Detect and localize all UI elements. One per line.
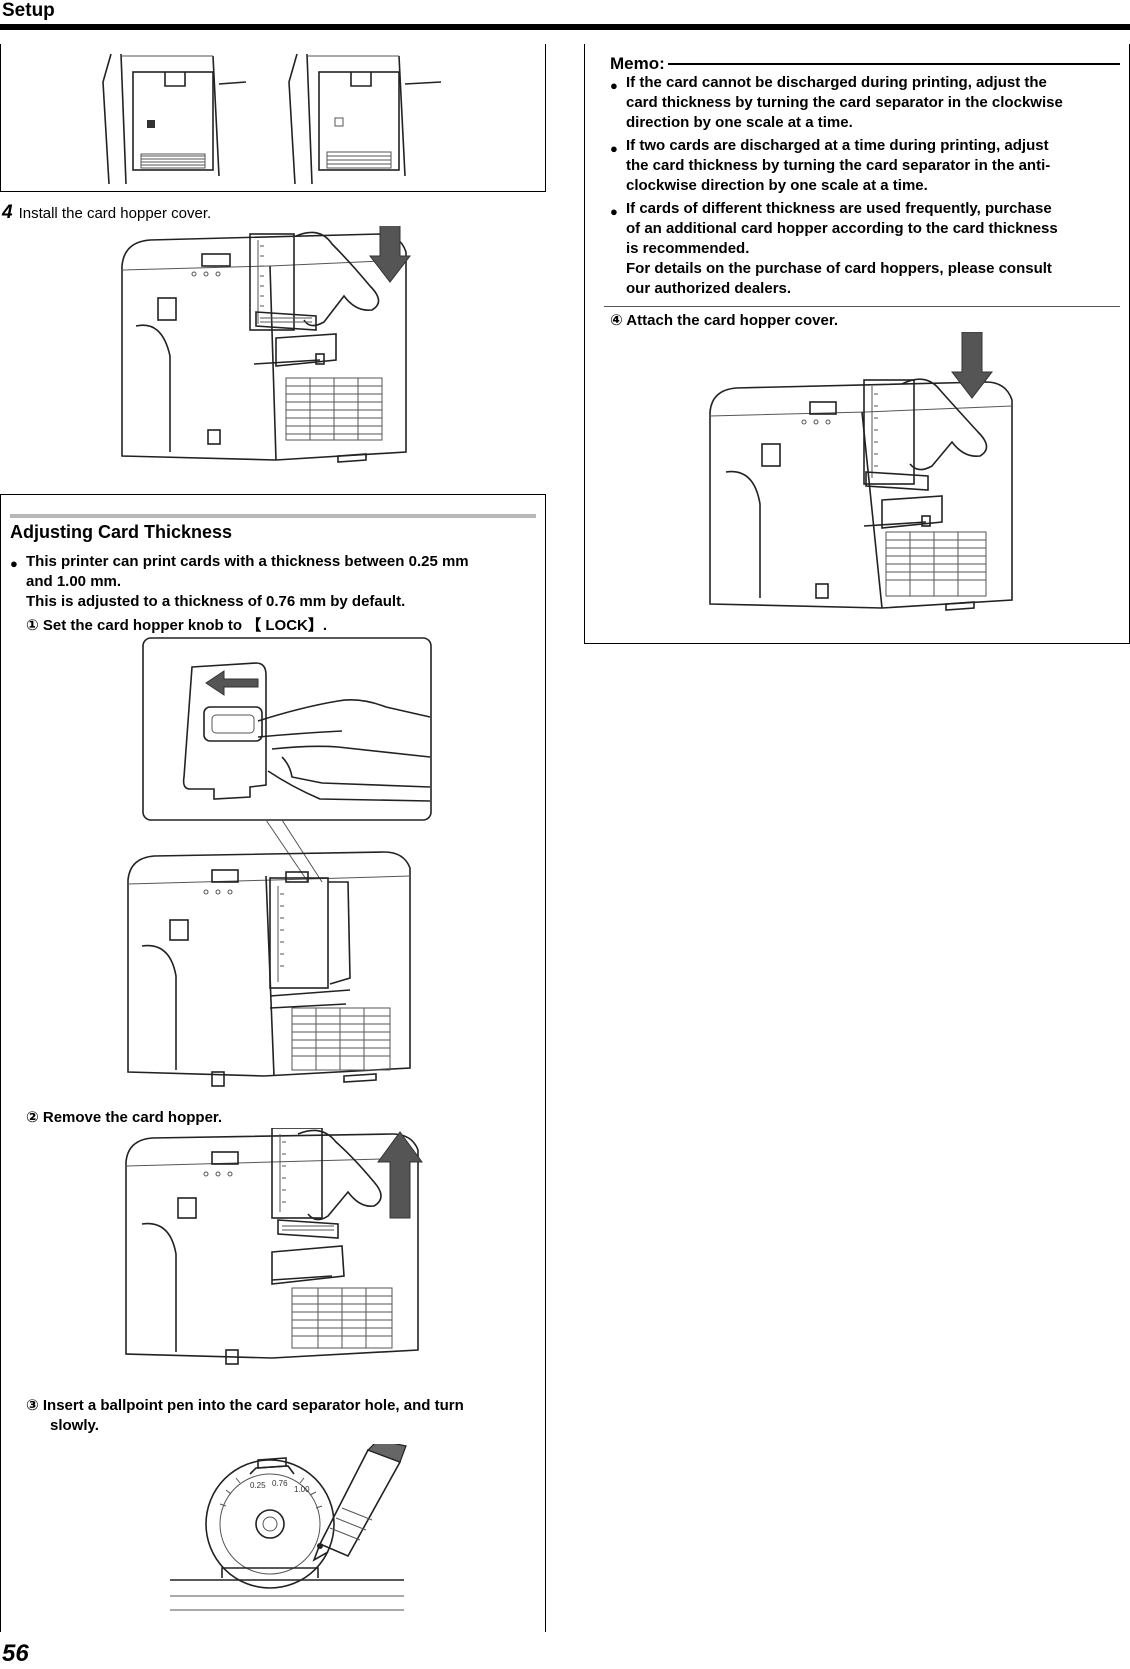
paragraph-line: This printer can print cards with a thic… <box>26 553 469 570</box>
page-header-title: Setup <box>2 0 55 21</box>
substep-3-line: slowly. <box>50 1417 99 1434</box>
card-hopper-open-illustration <box>102 53 442 184</box>
memo-line: If two cards are discharged at a time du… <box>626 137 1049 154</box>
section-title: Adjusting Card Thickness <box>10 522 233 542</box>
printer-hopper-lock-illustration <box>127 851 411 1087</box>
substep-3: ③ Insert a ballpoint pen into the card s… <box>26 1396 538 1436</box>
dial-label-025: 0.25 <box>250 1481 266 1490</box>
memo-line: direction by one scale at a time. <box>626 114 853 131</box>
paragraph-line: and 1.00 mm. <box>26 573 122 590</box>
dial-label-100: 1.00 <box>294 1485 310 1494</box>
memo-line: of an additional card hopper according t… <box>626 220 1058 237</box>
thickness-range-paragraph: This printer can print cards with a thic… <box>26 552 538 612</box>
printer-remove-hopper-illustration <box>125 1128 423 1365</box>
memo-label: Memo: <box>610 54 667 74</box>
adjusting-card-thickness-box <box>0 494 546 1632</box>
step-number: 4 <box>2 202 13 223</box>
memo-item-3: If cards of different thickness are used… <box>626 199 1122 299</box>
memo-line: If cards of different thickness are used… <box>626 200 1052 217</box>
memo-item-2: If two cards are discharged at a time du… <box>626 136 1122 196</box>
hopper-knob-closeup-illustration <box>142 637 432 821</box>
memo-line: our authorized dealers. <box>626 280 792 297</box>
substep-2: ② Remove the card hopper. <box>26 1109 223 1126</box>
header-rule <box>0 24 1130 30</box>
printer-install-cover-illustration <box>121 226 412 463</box>
memo-item-1: If the card cannot be discharged during … <box>626 73 1122 133</box>
memo-line: If the card cannot be discharged during … <box>626 74 1047 91</box>
substep-1: ① Set the card hopper knob to 【 LOCK】. <box>26 617 328 634</box>
paragraph-line: This is adjusted to a thickness of 0.76 … <box>26 593 406 610</box>
step-text: Install the card hopper cover. <box>18 205 212 222</box>
memo-line: the card thickness by turning the card s… <box>626 157 1051 174</box>
memo-line: For details on the purchase of card hopp… <box>626 260 1052 277</box>
bullet-icon: ● <box>610 78 618 93</box>
memo-line: clockwise direction by one scale at a ti… <box>626 177 928 194</box>
card-separator-dial-illustration: 0.25 0.76 1.00 <box>170 1444 407 1611</box>
bullet-icon: ● <box>610 141 618 156</box>
top-left-figure-box <box>0 44 546 192</box>
memo-line: card thickness by turning the card separ… <box>626 94 1063 111</box>
memo-title-rule <box>668 63 1120 65</box>
memo-line: is recommended. <box>626 240 750 257</box>
section-title-bar <box>10 514 536 518</box>
substep-4: ④ Attach the card hopper cover. <box>610 312 839 329</box>
printer-attach-cover-illustration <box>709 332 1013 611</box>
dial-label-076: 0.76 <box>272 1479 288 1488</box>
substep-3-line: ③ Insert a ballpoint pen into the card s… <box>26 1397 464 1414</box>
bullet-icon: ● <box>10 556 18 571</box>
step-4: 4 Install the card hopper cover. <box>2 202 211 224</box>
page-number: 56 <box>2 1640 29 1667</box>
memo-bottom-rule <box>604 306 1120 307</box>
bullet-icon: ● <box>610 204 618 219</box>
